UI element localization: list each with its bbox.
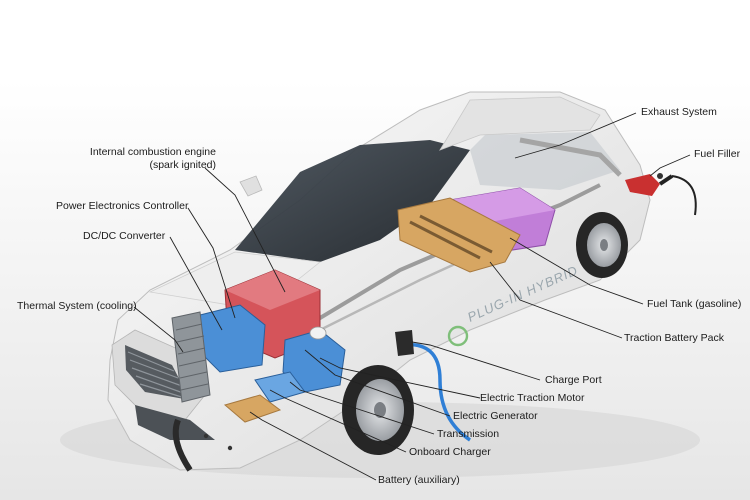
- windshield: [235, 140, 470, 262]
- components: [171, 137, 622, 442]
- label-ice-line1: Internal combustion engine: [89, 146, 216, 158]
- label-charge-port: Charge Port: [545, 374, 602, 386]
- front-left-tire: [172, 418, 193, 472]
- label-traction-battery-pack: Traction Battery Pack: [624, 332, 724, 344]
- muffler: [519, 137, 622, 177]
- charge-plug: [395, 330, 414, 356]
- grille: [125, 345, 190, 400]
- label-fuel-tank: Fuel Tank (gasoline): [647, 298, 742, 310]
- engine-top: [225, 270, 320, 310]
- side-mirror: [239, 175, 263, 197]
- label-battery-auxiliary: Battery (auxiliary): [378, 474, 460, 486]
- coolant-reservoir: [309, 326, 327, 340]
- label-fuel-filler: Fuel Filler: [694, 148, 741, 160]
- radiator: [171, 311, 211, 403]
- fuel-tank-straps: [409, 214, 493, 260]
- rear-window: [470, 132, 620, 190]
- label-dcdc-converter: DC/DC Converter: [83, 230, 166, 242]
- radiator-fins: [175, 323, 209, 391]
- fog-light: [203, 433, 209, 439]
- background-top: [0, 0, 750, 80]
- roof: [439, 96, 601, 151]
- label-onboard-charger: Onboard Charger: [409, 446, 491, 458]
- label-electric-traction-motor: Electric Traction Motor: [480, 392, 585, 404]
- fuel-nozzle-icon: [625, 173, 697, 216]
- label-electric-generator: Electric Generator: [453, 410, 538, 422]
- fog-light: [227, 445, 233, 451]
- badge-logo-icon: [447, 325, 469, 347]
- label-power-electronics-controller: Power Electronics Controller: [56, 200, 189, 212]
- aux-battery-block: [223, 394, 282, 423]
- rear-wheel: [576, 212, 628, 278]
- label-transmission: Transmission: [437, 428, 500, 440]
- label-internal-combustion-engine: Internal combustion engine (spark ignite…: [70, 146, 216, 172]
- label-exhaust-system: Exhaust System: [641, 106, 717, 118]
- charge-cable: [399, 342, 471, 442]
- front-wheel: [342, 365, 414, 455]
- leader-lines: [133, 112, 691, 481]
- label-ice-line2: (spark ignited): [149, 159, 216, 171]
- label-thermal-system: Thermal System (cooling): [17, 300, 137, 312]
